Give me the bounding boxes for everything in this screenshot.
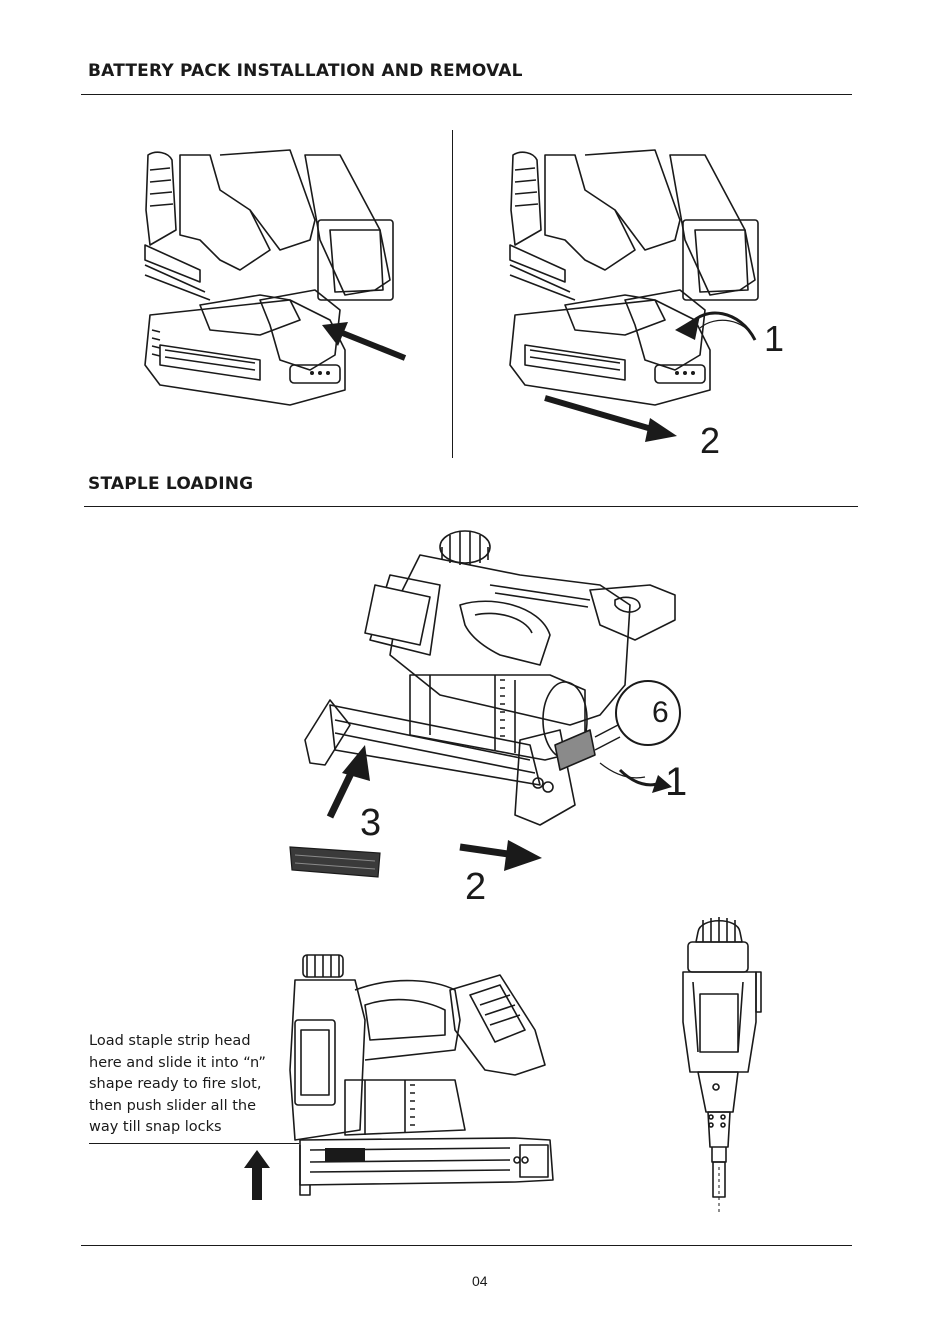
battery-install-figure: [140, 150, 420, 420]
battery-removal-figure: [505, 150, 785, 420]
loading-note-line: shape ready to fire slot,: [89, 1074, 266, 1096]
staple-strip-icon: [290, 847, 380, 877]
note-underline: [89, 1143, 299, 1144]
curved-arrow-icon: [675, 313, 755, 340]
arrow-icon: [244, 1150, 270, 1200]
staple-title-rule: [84, 506, 858, 507]
loading-step-6: 6: [652, 696, 669, 730]
loading-note-line: then push slider all the: [89, 1096, 266, 1118]
loading-step-3: 3: [360, 802, 381, 845]
staple-section-title: STAPLE LOADING: [88, 474, 253, 494]
loading-note: Load staple strip head here and slide it…: [89, 1031, 266, 1139]
staple-loading-figure: [290, 525, 710, 905]
staple-front-figure: [678, 912, 763, 1217]
staple-side-figure: [285, 950, 560, 1200]
loading-note-line: here and slide it into “n”: [89, 1053, 266, 1075]
footer-rule: [81, 1245, 852, 1246]
loading-note-line: way till snap locks: [89, 1117, 266, 1139]
page-number: 04: [472, 1273, 488, 1289]
removal-step-1: 1: [764, 318, 784, 360]
curved-arrow-icon: [600, 763, 672, 793]
arrow-icon: [322, 322, 405, 358]
figure-divider: [452, 130, 453, 458]
loading-step-1: 1: [665, 760, 687, 805]
removal-step-2: 2: [700, 420, 720, 462]
battery-section-title: BATTERY PACK INSTALLATION AND REMOVAL: [88, 61, 523, 81]
loading-note-line: Load staple strip head: [89, 1031, 266, 1053]
loading-step-2: 2: [465, 866, 486, 909]
battery-title-rule: [81, 94, 852, 95]
